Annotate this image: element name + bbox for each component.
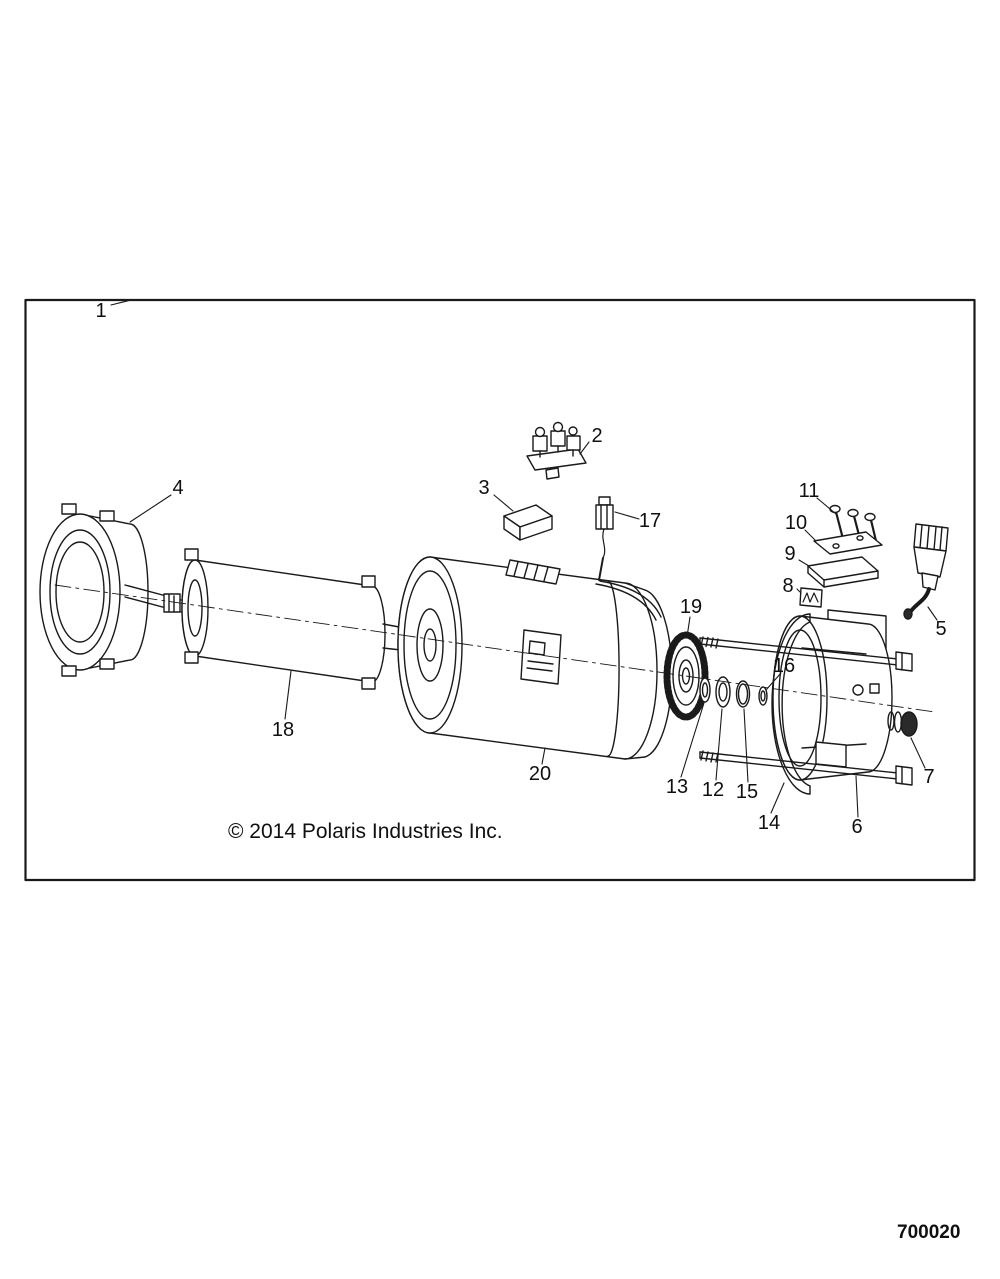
part-3-cover bbox=[503, 504, 553, 541]
part-12-washer bbox=[715, 676, 731, 708]
through-bolts bbox=[699, 636, 913, 786]
part-14-clamp-band bbox=[771, 613, 811, 795]
callout-17: 17 bbox=[638, 510, 662, 532]
figure-border bbox=[24, 298, 976, 882]
part-9-plate bbox=[807, 556, 879, 588]
part-2-brush-assembly bbox=[526, 421, 587, 480]
callout-1: 1 bbox=[95, 300, 107, 322]
callout-12: 12 bbox=[701, 779, 725, 801]
part-4-end-cap bbox=[39, 503, 186, 677]
callout-7: 7 bbox=[923, 766, 935, 788]
callout-3: 3 bbox=[478, 477, 490, 499]
part-8-clip bbox=[799, 587, 823, 608]
diagram-code: 700020 bbox=[897, 1222, 961, 1243]
part-6-end-housing bbox=[772, 609, 893, 781]
callout-6: 6 bbox=[851, 816, 863, 838]
callout-8: 8 bbox=[782, 575, 794, 597]
callout-leader-lines bbox=[110, 299, 938, 818]
axis-centerline bbox=[54, 584, 936, 713]
part-19-gear bbox=[663, 631, 709, 721]
copyright-text: © 2014 Polaris Industries Inc. bbox=[228, 820, 503, 843]
callout-9: 9 bbox=[784, 543, 796, 565]
callout-18: 18 bbox=[271, 719, 295, 741]
part-18-armature bbox=[181, 548, 416, 690]
part-13-retaining-ring bbox=[699, 677, 711, 703]
part-10-plate bbox=[813, 531, 883, 555]
part-15-o-ring bbox=[735, 680, 751, 708]
part-16-spacer-ring bbox=[758, 686, 768, 706]
callout-10: 10 bbox=[784, 512, 808, 534]
part-7-plug bbox=[887, 711, 918, 737]
callout-5: 5 bbox=[935, 618, 947, 640]
part-17-terminal-lead bbox=[595, 496, 614, 581]
callout-15: 15 bbox=[735, 781, 759, 803]
callout-14: 14 bbox=[757, 812, 781, 834]
callout-19: 19 bbox=[679, 596, 703, 618]
callout-20: 20 bbox=[528, 763, 552, 785]
callout-13: 13 bbox=[665, 776, 689, 798]
callout-11: 11 bbox=[798, 480, 820, 502]
part-20-motor-housing bbox=[397, 556, 673, 760]
callout-2: 2 bbox=[591, 425, 603, 447]
callout-16: 16 bbox=[772, 655, 796, 677]
callout-4: 4 bbox=[172, 477, 184, 499]
part-5-connector bbox=[903, 523, 949, 620]
